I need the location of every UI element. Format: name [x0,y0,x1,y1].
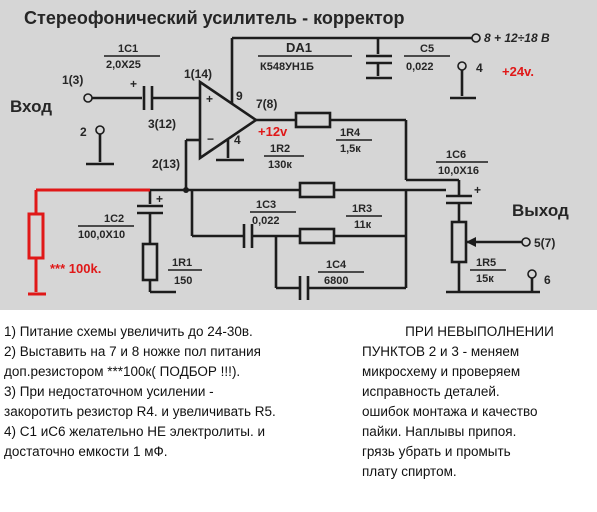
c2-value: 100,0X10 [78,229,125,241]
pin-4-op: 4 [234,133,241,147]
pin-7-8: 7(8) [256,97,277,111]
note-line: плату спиртом. [362,464,457,479]
c1-plus: + [130,77,137,91]
pin-6: 6 [544,273,551,287]
note-line: микросхему и проверяем [362,364,521,379]
r2-body [298,181,336,199]
r1-body [141,242,159,282]
r3-name: 1R3 [352,203,372,215]
pin-2: 2 [80,125,87,139]
note-line: 4) C1 иC6 желательно НЕ электролиты. и [4,424,265,439]
r3-value: 11к [354,219,372,231]
pin-2-13: 2(13) [152,157,180,171]
note-line: 3) При недостаточном усилении - [4,384,214,399]
note-line: ПУНКТОВ 2 и 3 - меняем [362,344,520,359]
c3-name: 1C3 [256,199,276,211]
c2-name: 1C2 [104,213,124,225]
pin-3-12: 3(12) [148,117,176,131]
opamp-triangle [198,79,259,161]
r5-body [450,220,468,264]
pin-5-7: 5(7) [534,236,555,250]
notes-left: 1) Питание схемы увеличить до 24-30в. 2)… [4,322,356,462]
pin-6-terminal[interactable] [527,269,537,279]
node-fb [183,187,189,193]
plus12-label: +12v [258,124,288,139]
pin-1-3: 1(3) [62,73,83,87]
r4-value: 1,5к [340,143,361,155]
note-line: 2) Выставить на 7 и 8 ножке пол питания [4,344,261,359]
notes-right: ПРИ НЕВЫПОЛНЕНИИ ПУНКТОВ 2 и 3 - меняем … [362,322,597,482]
c4-value: 6800 [324,275,348,287]
r100k-label: *** 100k. [50,261,101,276]
c5-name: C5 [420,43,434,55]
note-line: доп.резистором ***100к( ПОДБОР !!!). [4,364,241,379]
c6-value: 10,0X16 [438,165,479,177]
r5-arrow [466,237,476,247]
schematic-title: Стереофонический усилитель - корректор [24,8,404,28]
c1-value: 2,0X25 [106,59,141,71]
r5-value: 15к [476,273,494,285]
c1-name: 1C1 [118,43,138,55]
input-label: Вход [10,97,52,116]
note-line: 1) Питание схемы увеличить до 24-30в. [4,324,253,339]
r2-name: 1R2 [270,143,290,155]
opamp-plus: + [206,92,213,106]
c6-name: 1C6 [446,149,466,161]
pin-1-14: 1(14) [184,67,212,81]
r1-value: 150 [174,275,192,287]
note-line: пайки. Наплывы припоя. [362,424,517,439]
amplifier-schematic: Стереофонический усилитель - корректор В… [0,0,597,310]
plus24-label: +24v. [502,64,534,79]
input-terminal[interactable] [83,93,93,103]
r1-name: 1R1 [172,257,192,269]
da1-value: К548УН1Б [260,61,314,73]
pin-9: 9 [236,89,243,103]
r5-name: 1R5 [476,257,496,269]
red-resistor-body [27,212,45,260]
output-terminal[interactable] [521,237,531,247]
r3-body [298,227,336,245]
note-line: ПРИ НЕВЫПОЛНЕНИИ [405,324,554,339]
supply-label: 8 + 12÷18 В [484,31,550,45]
r4-name: 1R4 [340,127,361,139]
c2-plus: + [156,192,163,206]
r4-body [294,111,332,129]
c5-value: 0,022 [406,61,434,73]
supply-terminal[interactable] [471,33,481,43]
pin-4-terminal[interactable] [457,61,467,71]
da1-name: DA1 [286,40,312,55]
note-line: ошибок монтажа и качество [362,404,538,419]
r2-value: 130к [268,159,292,171]
note-line: достаточно емкости 1 мФ. [4,444,168,459]
c4-name: 1C4 [326,259,347,271]
pin-4: 4 [476,61,483,75]
note-line: закоротить резистор R4. и увеличивать R5… [4,404,276,419]
c3-value: 0,022 [252,215,280,227]
pin-2-terminal[interactable] [95,125,105,135]
c6-plus: + [474,183,481,197]
opamp-minus: − [207,132,214,146]
note-line: исправность деталей. [362,384,500,399]
output-label: Выход [512,201,569,220]
note-line: грязь убрать и промыть [362,444,511,459]
